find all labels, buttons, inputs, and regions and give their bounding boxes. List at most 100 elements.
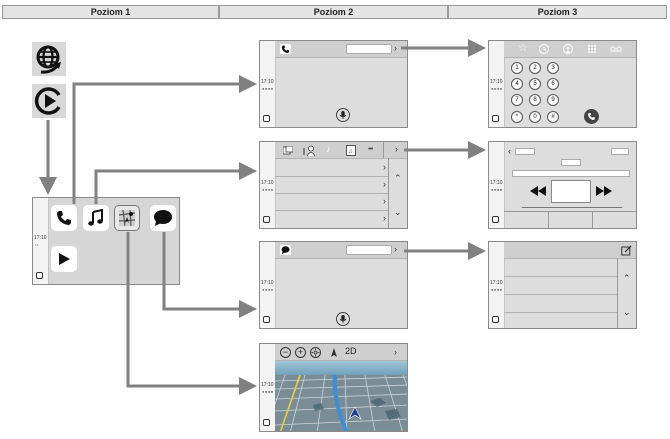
location-arrow-icon[interactable]: [330, 347, 338, 358]
keypad-key-hash[interactable]: #: [547, 111, 559, 123]
keypad-key-7[interactable]: 7: [511, 94, 523, 106]
home-button[interactable]: [36, 272, 43, 279]
keypad-key-6[interactable]: 6: [547, 78, 559, 90]
back-label-field[interactable]: [515, 148, 535, 155]
phone-icon: [280, 44, 291, 54]
phone-app-icon[interactable]: [51, 205, 77, 231]
phone-search-field[interactable]: [346, 44, 392, 54]
maps-screen: − + 2D › 17:10 ●●●●: [259, 343, 408, 432]
chevron-right-icon: ›: [383, 179, 386, 189]
status-dots: ●●●●: [491, 287, 503, 292]
chevron-right-icon[interactable]: ›: [394, 347, 397, 357]
rewind-icon[interactable]: [530, 186, 546, 196]
back-chevron-icon[interactable]: ‹: [508, 146, 511, 156]
microphone-icon[interactable]: [336, 108, 350, 122]
progress-bar[interactable]: [512, 170, 630, 177]
status-time: 17:10: [490, 79, 503, 85]
home-button[interactable]: [263, 216, 270, 223]
keypad-key-1[interactable]: 1: [511, 62, 523, 74]
keypad-key-8[interactable]: 8: [529, 94, 541, 106]
list-item[interactable]: ›: [275, 211, 389, 228]
status-time: 17:10: [261, 79, 274, 85]
column-header-3: Poziom 3: [448, 5, 667, 19]
home-button[interactable]: [263, 316, 270, 323]
control-slot-3[interactable]: [592, 212, 636, 228]
now-playing-app-icon[interactable]: [51, 246, 77, 272]
status-time: 17:10: [261, 280, 274, 286]
chevron-up-icon[interactable]: ⌃: [623, 273, 631, 283]
map-view[interactable]: [275, 361, 407, 431]
home-button[interactable]: [492, 115, 499, 122]
list-item[interactable]: [504, 295, 618, 313]
messages-app-icon[interactable]: [150, 205, 176, 231]
bottom-control-bar: [504, 211, 636, 228]
options-button[interactable]: [611, 148, 629, 155]
chevron-right-icon[interactable]: ›: [394, 244, 397, 254]
compose-icon[interactable]: [621, 245, 632, 256]
album-icon: ♫: [346, 145, 356, 156]
home-button[interactable]: [492, 316, 499, 323]
status-dots: ●●●●: [262, 86, 274, 91]
zoom-in-icon[interactable]: +: [295, 347, 306, 358]
status-dots: ●●●●: [262, 187, 274, 192]
volume-slider[interactable]: [522, 207, 622, 208]
home-button[interactable]: [263, 419, 270, 426]
keypad-key-9[interactable]: 9: [547, 94, 559, 106]
home-button[interactable]: [492, 216, 499, 223]
list-item[interactable]: ›: [275, 177, 389, 194]
more-icon[interactable]: •••: [368, 146, 373, 153]
voicemail-icon[interactable]: [610, 46, 622, 52]
chevron-right-icon: ›: [383, 213, 386, 223]
zoom-out-icon[interactable]: −: [280, 347, 291, 358]
list-item[interactable]: [504, 313, 618, 328]
status-dots: ●●●●: [491, 187, 503, 192]
scroll-column: ⌃ ⌄: [617, 258, 636, 328]
message-icon: [280, 245, 291, 255]
music-app-icon[interactable]: [83, 205, 109, 231]
status-time: 17:10: [34, 235, 47, 241]
view-mode-2d[interactable]: 2D: [345, 346, 357, 356]
microphone-icon[interactable]: [336, 312, 350, 326]
recents-clock-icon[interactable]: [539, 44, 549, 54]
chevron-right-icon[interactable]: ›: [394, 43, 397, 53]
list-item[interactable]: ›: [275, 194, 389, 211]
fast-forward-icon[interactable]: [596, 186, 612, 196]
home-button[interactable]: [263, 115, 270, 122]
keypad-key-3[interactable]: 3: [547, 62, 559, 74]
list-item[interactable]: [504, 259, 618, 277]
keypad-grid-icon[interactable]: [587, 44, 597, 54]
status-dots: ●●●●: [491, 86, 503, 91]
status-dots: ●●●●: [262, 389, 274, 394]
keypad-key-4[interactable]: 4: [511, 78, 523, 90]
chevron-right-icon: ›: [383, 162, 386, 172]
status-time: 17:10: [490, 280, 503, 286]
contacts-icon[interactable]: [563, 44, 573, 54]
call-button[interactable]: [584, 109, 599, 124]
globe-arrow-icon: [32, 42, 66, 76]
chevron-down-icon[interactable]: ⌄: [623, 307, 631, 317]
keypad-key-5[interactable]: 5: [529, 78, 541, 90]
keypad-key-2[interactable]: 2: [529, 62, 541, 74]
pan-icon[interactable]: [310, 347, 321, 358]
chevron-up-icon[interactable]: ⌃: [394, 173, 402, 183]
phone-screen: › 17:10 ●●●●: [259, 40, 408, 128]
chevron-right-icon[interactable]: ›: [395, 144, 398, 154]
keypad-key-star[interactable]: *: [511, 111, 523, 123]
list-item[interactable]: ›: [275, 160, 389, 177]
messages-search-field[interactable]: [346, 245, 392, 255]
status-time: 17:10: [261, 180, 274, 186]
column-header-1: Poziom 1: [2, 5, 219, 19]
maps-app-icon[interactable]: [114, 205, 140, 231]
artist-icon: [302, 145, 316, 156]
song-icon: ♪: [326, 144, 331, 155]
messages-list-screen: ⌃ ⌄ 17:10 ●●●●: [488, 241, 637, 329]
keypad-key-0[interactable]: 0: [529, 111, 541, 123]
chevron-down-icon[interactable]: ⌄: [394, 207, 402, 217]
track-title-field: [561, 159, 581, 166]
list-item[interactable]: [504, 277, 618, 295]
control-slot-1[interactable]: [504, 212, 549, 228]
music-nav-right[interactable]: ›: [383, 142, 407, 158]
arrow-phone-to-phone-screen: [72, 75, 257, 204]
control-slot-2[interactable]: [548, 212, 593, 228]
favorites-star-icon[interactable]: ☆: [518, 42, 528, 54]
